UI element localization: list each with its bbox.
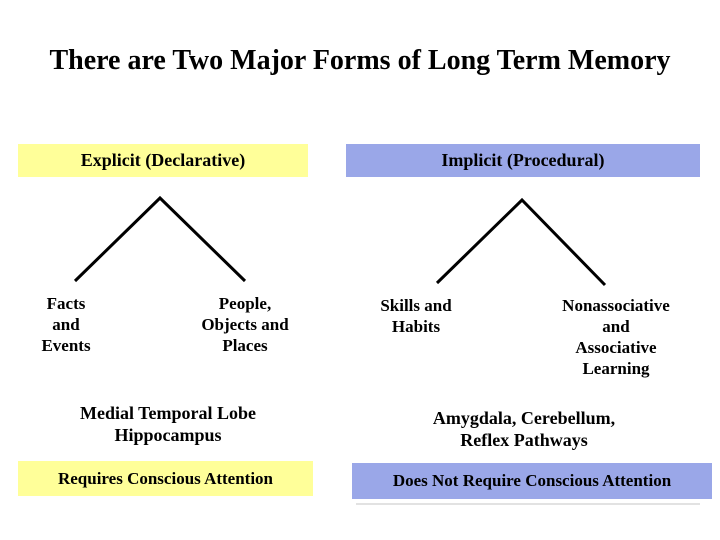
- implicit-branch-right-label: Nonassociative and Associative Learning: [562, 296, 670, 378]
- explicit-branch-line: [73, 195, 247, 283]
- explicit-branch-left-label: Facts and Events: [41, 294, 91, 355]
- explicit-header-box: Explicit (Declarative): [18, 144, 308, 177]
- implicit-header-box: Implicit (Procedural): [346, 144, 700, 177]
- explicit-footer-box: Requires Conscious Attention: [18, 461, 313, 496]
- footer-shadow-line: [356, 503, 700, 505]
- implicit-branch-left-label: Skills and Habits: [380, 296, 452, 336]
- implicit-footer-box: Does Not Require Conscious Attention: [352, 463, 712, 499]
- slide-title: There are Two Major Forms of Long Term M…: [49, 45, 671, 76]
- explicit-branch-right-label: People, Objects and Places: [201, 294, 289, 355]
- implicit-brain-region-label: Amygdala, Cerebellum, Reflex Pathways: [432, 408, 616, 450]
- implicit-branch-line: [435, 197, 607, 287]
- explicit-brain-region-label: Medial Temporal Lobe Hippocampus: [79, 403, 257, 445]
